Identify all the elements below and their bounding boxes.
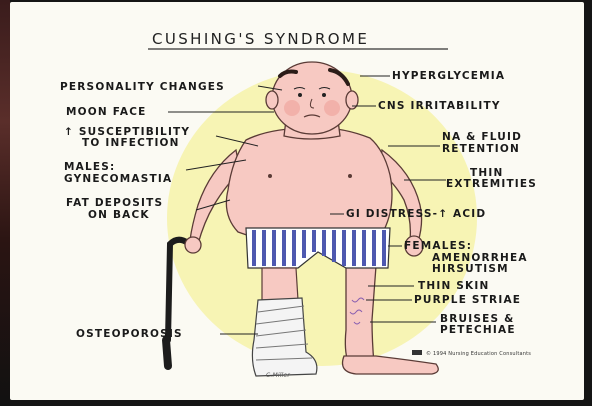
label-to-infection: TO INFECTION xyxy=(82,138,180,149)
label-purple-striae: PURPLE STRIAE xyxy=(414,295,521,306)
label-gi-distress: GI DISTRESS-↑ ACID xyxy=(346,209,486,220)
cheek xyxy=(284,100,300,116)
label-cns-irritability: CNS IRRITABILITY xyxy=(378,101,501,112)
label-fat-deposits: FAT DEPOSITS xyxy=(66,198,163,209)
label-personality-changes: PERSONALITY CHANGES xyxy=(60,82,225,93)
label-na-fluid: NA & FLUID xyxy=(442,132,522,143)
label-females: FEMALES: xyxy=(404,241,472,252)
copyright-text: © 1994 Nursing Education Consultants xyxy=(426,349,531,360)
label-hirsutism: HIRSUTISM xyxy=(432,264,509,275)
label-petechiae: PETECHIAE xyxy=(440,325,516,336)
label-thin-skin: THIN SKIN xyxy=(418,281,490,292)
artist-signature: C.Miller xyxy=(266,370,290,381)
label-gynecomastia: GYNECOMASTIA xyxy=(64,174,172,185)
label-extremities: EXTREMITIES xyxy=(446,179,537,190)
diagram-title: CUSHING'S SYNDROME xyxy=(152,30,369,48)
label-on-back: ON BACK xyxy=(88,210,150,221)
label-retention: RETENTION xyxy=(442,144,520,155)
label-males: MALES: xyxy=(64,162,115,173)
label-hyperglycemia: HYPERGLYCEMIA xyxy=(392,71,505,82)
copyright-bar-icon xyxy=(412,350,422,355)
cheek xyxy=(324,100,340,116)
label-osteoporosis: OSTEOPOROSIS xyxy=(76,329,183,340)
label-moon-face: MOON FACE xyxy=(66,107,147,118)
